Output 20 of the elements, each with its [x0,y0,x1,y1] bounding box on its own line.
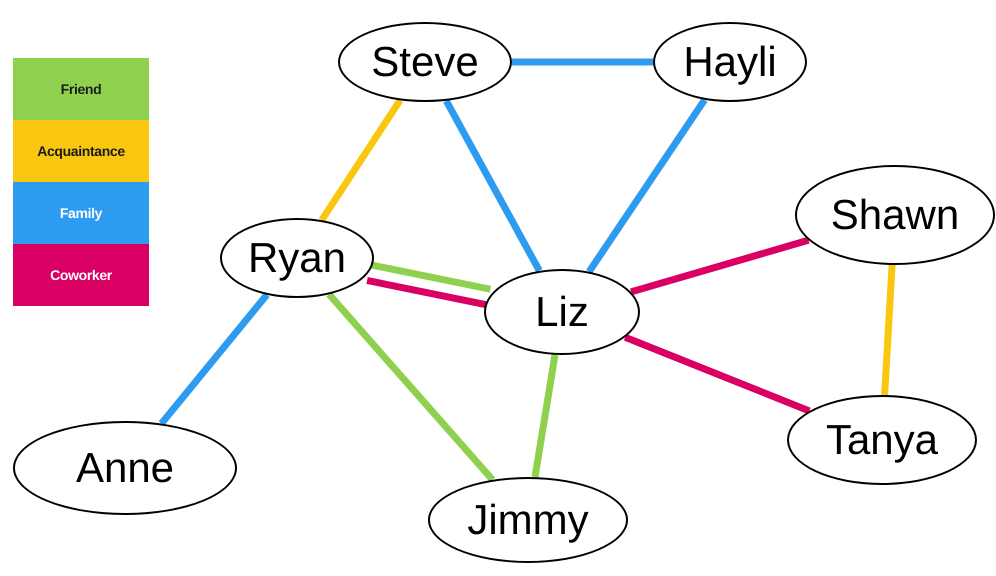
person-name: Shawn [830,194,960,236]
connector-line [624,334,811,414]
legend-label: Friend [60,80,102,98]
connector-line [366,277,488,308]
person-name: Anne [76,447,174,489]
person-name: Hayli [683,41,777,83]
connector-line [512,58,653,66]
person-name: Liz [535,291,589,333]
connector-line [532,354,558,478]
legend-label: Family [60,204,102,223]
person-name: Jimmy [467,499,589,541]
legend-label: Acquaintance [37,142,125,161]
person-name: Ryan [248,237,346,279]
person-name: Steve [371,41,479,83]
person-name: Tanya [826,419,938,461]
connector-line [881,264,896,396]
connector-line [158,292,270,426]
connector-line [326,292,496,482]
legend-label: Coworker [50,266,112,284]
connector-line [630,236,810,296]
